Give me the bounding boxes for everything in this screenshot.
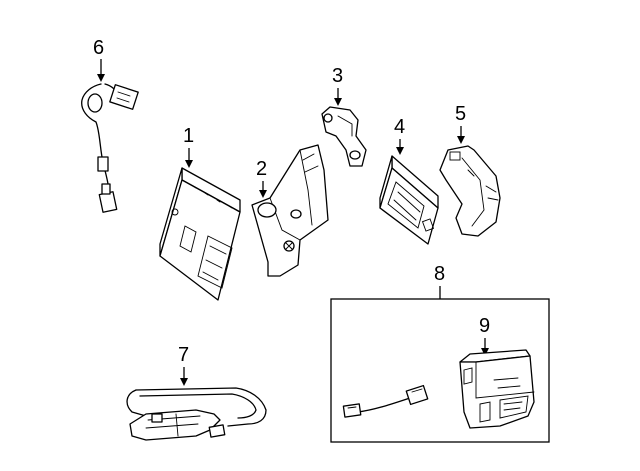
part-7-cable-assembly[interactable]: 7 bbox=[126, 344, 267, 441]
kit-cable-plug-left bbox=[342, 403, 362, 418]
callout-5-number: 5 bbox=[455, 103, 466, 125]
kit-cable bbox=[342, 384, 429, 418]
bracket-hole-left bbox=[257, 202, 277, 218]
harness-grommet bbox=[87, 93, 103, 113]
harness-clip-lower bbox=[101, 183, 111, 195]
part-8-kit[interactable]: 8 9 bbox=[330, 263, 550, 443]
callout-9-number: 9 bbox=[479, 315, 490, 337]
kit-module-label bbox=[493, 377, 521, 389]
module-mount-hole bbox=[171, 208, 179, 216]
kit-group-box bbox=[330, 298, 550, 443]
small-bracket-fold bbox=[337, 115, 353, 137]
callout-5-arrowhead bbox=[457, 136, 465, 144]
callout-1-arrowhead bbox=[185, 160, 193, 168]
part-9-kit-module[interactable]: 9 bbox=[459, 315, 535, 429]
kit-cable-plug-detail bbox=[347, 388, 423, 409]
cable-end-connector bbox=[208, 424, 226, 438]
kit-module-ports bbox=[479, 395, 529, 423]
kit-module-side-tab bbox=[463, 367, 473, 385]
kit-module-body bbox=[459, 355, 535, 429]
holder-top-tab bbox=[449, 151, 461, 161]
callout-7-arrowhead bbox=[180, 378, 188, 386]
part-4-receiver[interactable]: 4 bbox=[379, 116, 439, 245]
receiver-tab bbox=[421, 218, 435, 232]
callout-3-number: 3 bbox=[332, 65, 343, 87]
bracket-screw-cross bbox=[285, 242, 293, 250]
holder-ribs bbox=[485, 185, 499, 201]
kit-cable-wire bbox=[357, 397, 411, 413]
harness-connector-top bbox=[109, 84, 139, 110]
receiver-slots bbox=[393, 191, 421, 221]
callout-2-arrowhead bbox=[259, 190, 267, 198]
callout-4-arrowhead bbox=[396, 147, 404, 155]
callout-6-arrowhead bbox=[97, 74, 105, 82]
callout-3-arrowhead bbox=[334, 98, 342, 106]
small-bracket-hole-top bbox=[323, 113, 333, 123]
callout-6-number: 6 bbox=[93, 37, 104, 59]
callout-9-arrowhead bbox=[481, 348, 489, 356]
harness-clip bbox=[97, 156, 109, 172]
cable-left-loop bbox=[126, 389, 147, 417]
callout-8-number: 8 bbox=[434, 263, 445, 285]
small-bracket-hole-bottom bbox=[349, 150, 361, 160]
holder-body bbox=[439, 145, 501, 237]
module-connector-port bbox=[197, 235, 233, 289]
bracket-hole-center bbox=[290, 209, 302, 219]
module-port-pins bbox=[202, 245, 227, 281]
cable-inner-loop bbox=[139, 393, 257, 419]
callout-2-number: 2 bbox=[256, 158, 267, 180]
module-label-plate bbox=[179, 225, 197, 253]
callout-7-number: 7 bbox=[178, 344, 189, 366]
cable-clip bbox=[151, 413, 163, 423]
harness-wire bbox=[81, 83, 110, 197]
bracket-tabs bbox=[302, 153, 319, 173]
part-3-small-bracket[interactable]: 3 bbox=[321, 65, 367, 167]
cable-outer-loop bbox=[135, 387, 267, 427]
harness-connector-bottom bbox=[98, 191, 118, 213]
connector-top-detail bbox=[116, 91, 131, 103]
module-front-face bbox=[159, 179, 241, 301]
receiver-recess bbox=[387, 181, 425, 229]
part-6-harness[interactable]: 6 bbox=[81, 37, 139, 213]
part-1-control-module[interactable]: 1 bbox=[159, 125, 241, 301]
module-vents bbox=[192, 185, 233, 209]
kit-cable-plug-right bbox=[405, 384, 429, 406]
callout-1-number: 1 bbox=[183, 125, 194, 147]
bracket-body bbox=[251, 144, 329, 277]
antenna-housing bbox=[129, 409, 221, 441]
callout-4-number: 4 bbox=[394, 116, 405, 138]
part-5-holder[interactable]: 5 bbox=[439, 103, 501, 237]
holder-inner-edges bbox=[461, 157, 485, 227]
kit-module-port-pins bbox=[503, 401, 523, 411]
part-2-bracket[interactable]: 2 bbox=[251, 144, 329, 277]
kit-module-edge bbox=[475, 361, 535, 399]
